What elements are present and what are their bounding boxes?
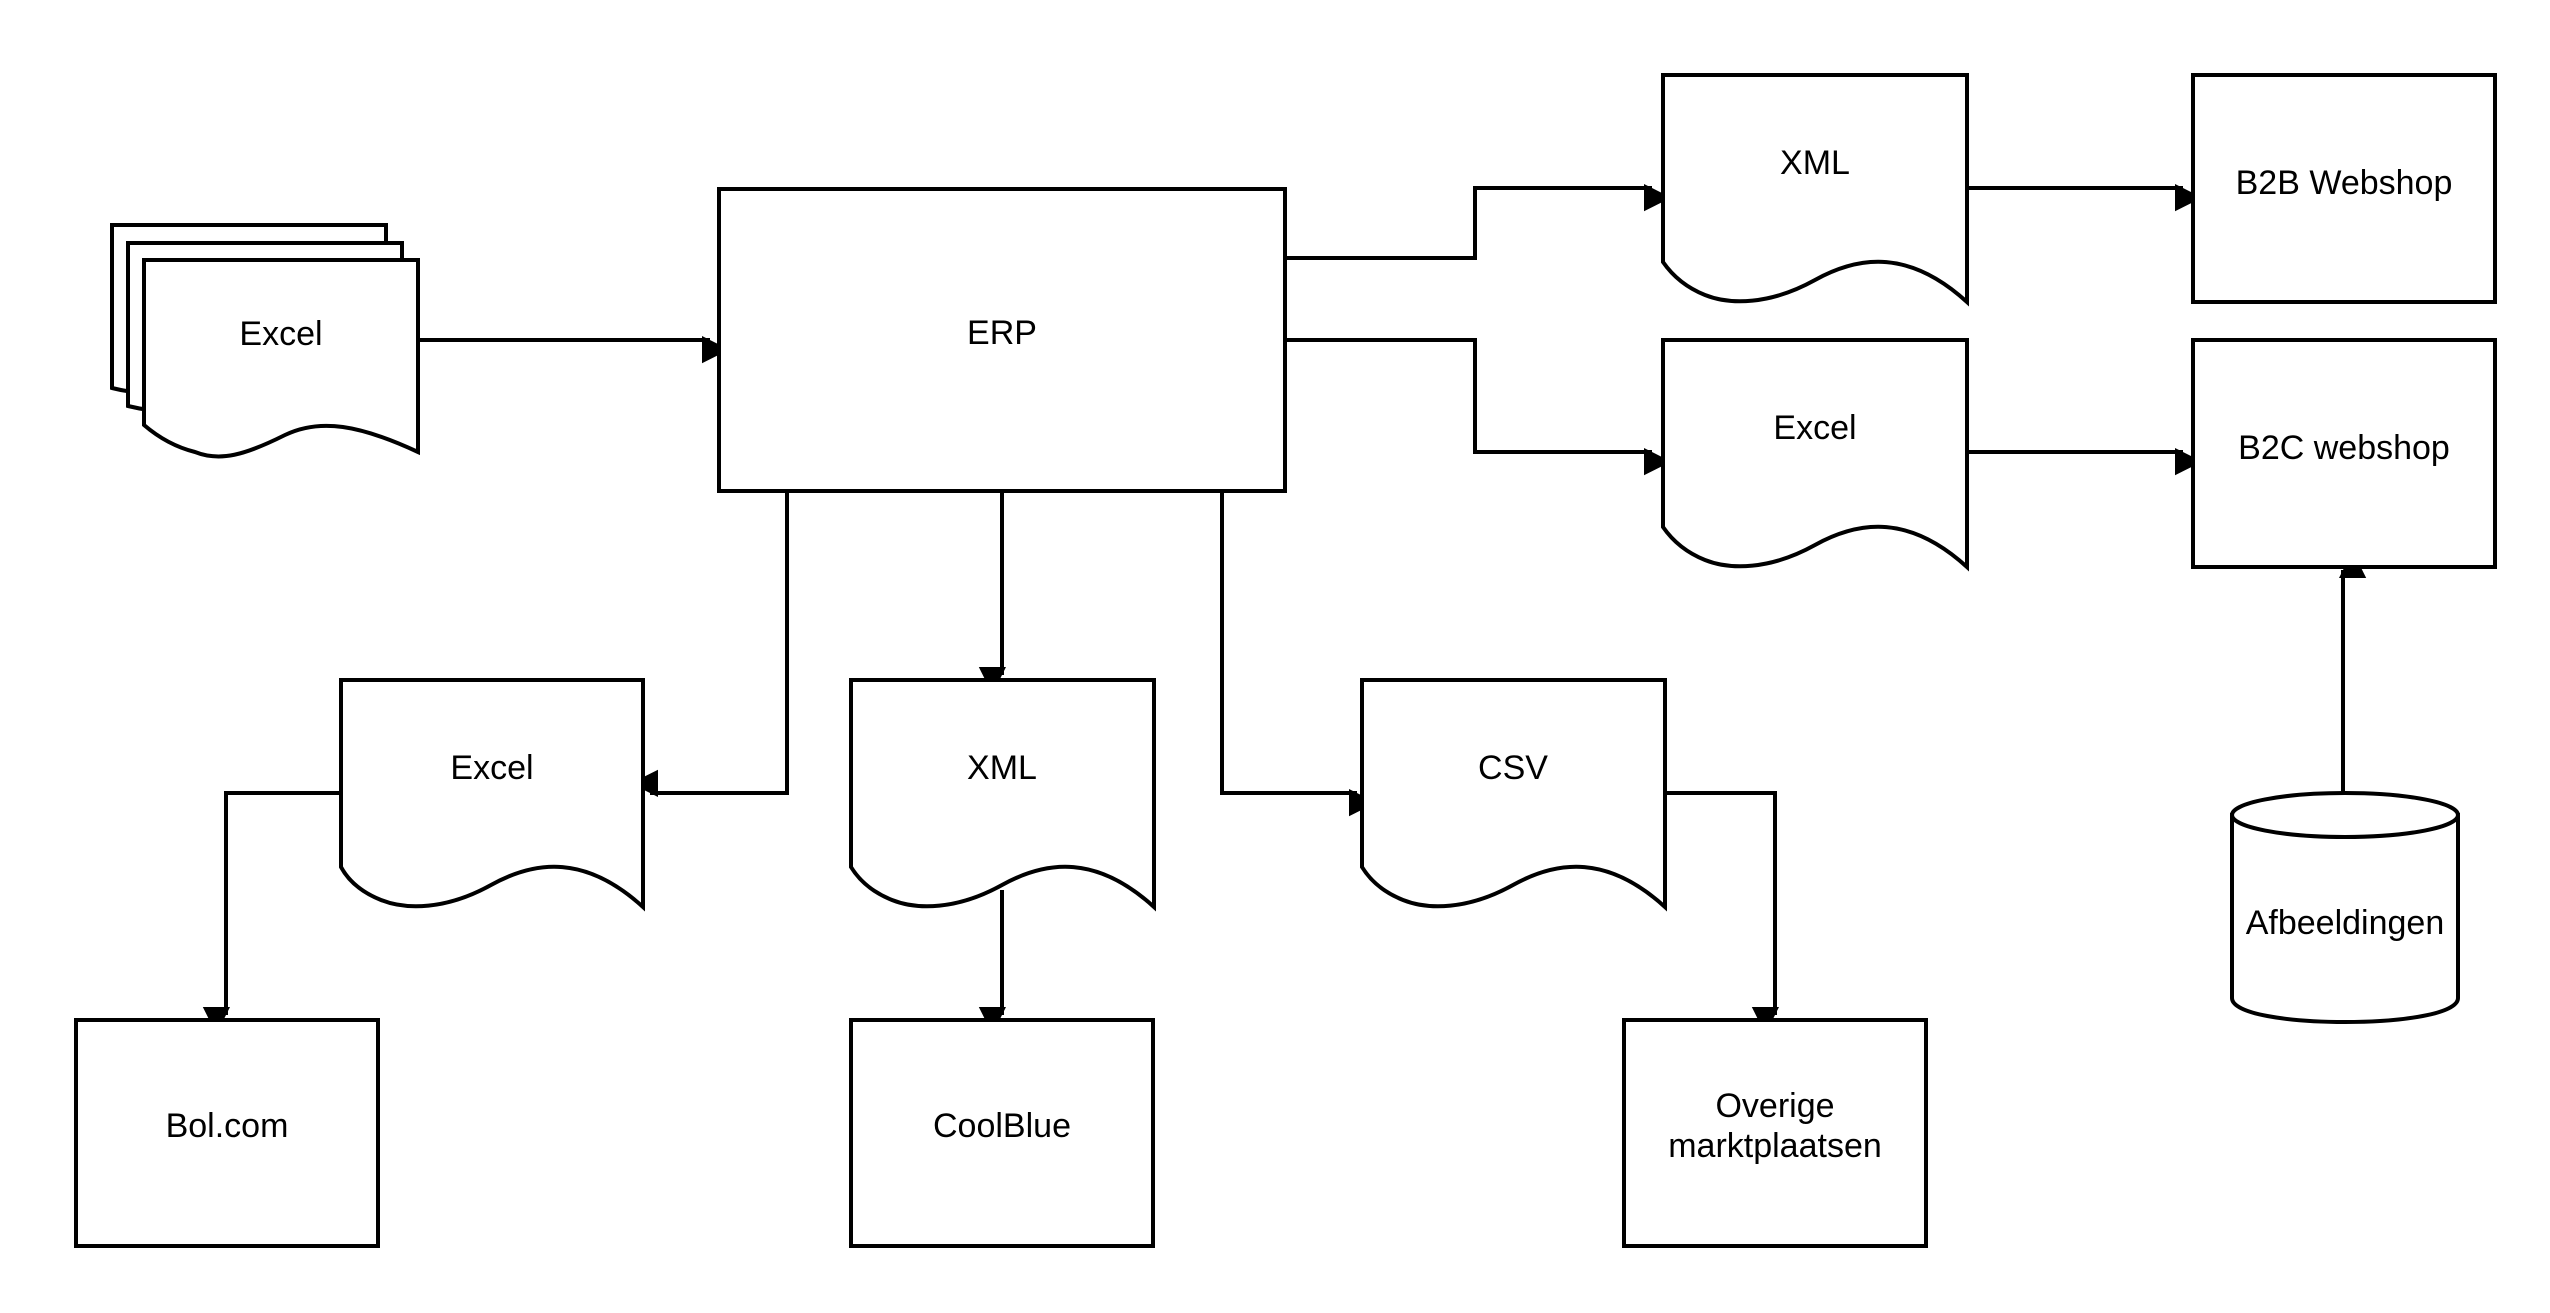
excel-b2c-document: Excel bbox=[1661, 338, 1969, 572]
xml-b2b-label: XML bbox=[1780, 144, 1850, 182]
xml-b2b-document: XML bbox=[1661, 73, 1969, 307]
coolblue-node: CoolBlue bbox=[849, 1018, 1155, 1248]
erp-node: ERP bbox=[717, 187, 1287, 493]
bol-label: Bol.com bbox=[166, 1107, 289, 1145]
b2b-webshop-node: B2B Webshop bbox=[2191, 73, 2497, 304]
xml-coolblue-document: XML bbox=[849, 678, 1156, 912]
edge-erp-to-csv bbox=[1220, 490, 1377, 817]
erp-label: ERP bbox=[967, 314, 1037, 352]
csv-other-label: CSV bbox=[1478, 749, 1548, 787]
b2b-webshop-label: B2B Webshop bbox=[2236, 164, 2453, 202]
xml-coolblue-label: XML bbox=[967, 749, 1037, 787]
afbeeldingen-database: Afbeeldingen bbox=[2230, 791, 2460, 1024]
excel-input-stack: Excel bbox=[110, 223, 421, 459]
edge-csv-to-overige bbox=[1665, 791, 1779, 1035]
overige-label-line2: marktplaatsen bbox=[1668, 1127, 1882, 1165]
edges bbox=[202, 184, 2367, 1035]
excel-input-label: Excel bbox=[239, 315, 322, 353]
b2c-webshop-label: B2C webshop bbox=[2238, 429, 2450, 467]
overige-label-line1: Overige bbox=[1715, 1087, 1834, 1125]
edge-erp-to-excel-bol bbox=[630, 490, 789, 797]
excel-b2c-label: Excel bbox=[1773, 409, 1856, 447]
afbeeldingen-label: Afbeeldingen bbox=[2246, 904, 2445, 942]
excel-input-document bbox=[142, 258, 421, 459]
edge-excel-to-bol bbox=[202, 791, 341, 1035]
edge-erp-to-excel-b2c bbox=[1285, 338, 1672, 476]
b2c-webshop-node: B2C webshop bbox=[2191, 338, 2497, 569]
excel-bol-document: Excel bbox=[339, 678, 645, 912]
csv-other-document: CSV bbox=[1360, 678, 1667, 912]
excel-bol-label: Excel bbox=[450, 749, 533, 787]
edge-erp-to-xml bbox=[1285, 184, 1672, 260]
bol-node: Bol.com bbox=[74, 1018, 380, 1248]
coolblue-label: CoolBlue bbox=[933, 1107, 1071, 1145]
overige-node: Overige marktplaatsen bbox=[1622, 1018, 1928, 1248]
